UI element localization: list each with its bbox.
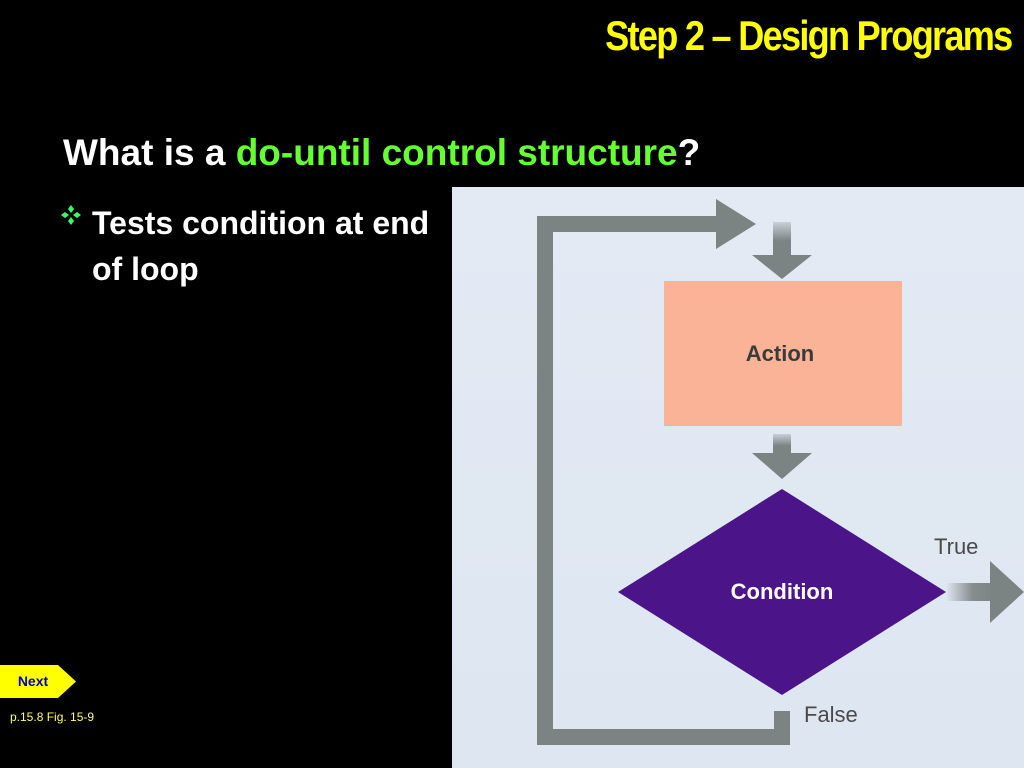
- question-suffix: ?: [677, 132, 701, 173]
- action-to-condition-shaft: [773, 434, 791, 458]
- action-label: Action: [746, 341, 814, 366]
- question-prefix: What is a: [63, 132, 236, 173]
- true-arrow-shaft: [946, 583, 994, 601]
- do-until-flowchart: Action Condition True False: [452, 187, 1024, 768]
- flowchart-svg: Action Condition True False: [537, 199, 1024, 745]
- false-label: False: [804, 702, 858, 727]
- question-heading: What is a do-until control structure?: [63, 132, 700, 174]
- loop-back-arrow: [537, 216, 790, 745]
- loop-back-arrowhead: [716, 199, 756, 249]
- slide-title: Step 2 – Design Programs: [605, 12, 1014, 59]
- bullet-point: Tests condition at end of loop: [60, 200, 450, 292]
- arrow-tag-icon: [0, 665, 76, 698]
- next-button[interactable]: Next: [0, 665, 76, 698]
- true-arrowhead: [990, 561, 1024, 623]
- condition-diamond: [618, 489, 946, 695]
- four-diamond-bullet-icon: [61, 205, 81, 225]
- next-label: Next: [17, 673, 49, 689]
- action-box: [664, 281, 902, 426]
- entry-arrow-shaft: [773, 222, 791, 260]
- question-highlight: do-until control structure: [235, 132, 678, 173]
- page-reference: p.15.8 Fig. 15-9: [10, 710, 95, 724]
- bullet-text: Tests condition at end of loop: [92, 205, 430, 287]
- action-to-condition-arrowhead: [752, 453, 812, 479]
- true-label: True: [934, 534, 978, 559]
- condition-label: Condition: [731, 579, 834, 604]
- entry-arrowhead: [752, 255, 812, 279]
